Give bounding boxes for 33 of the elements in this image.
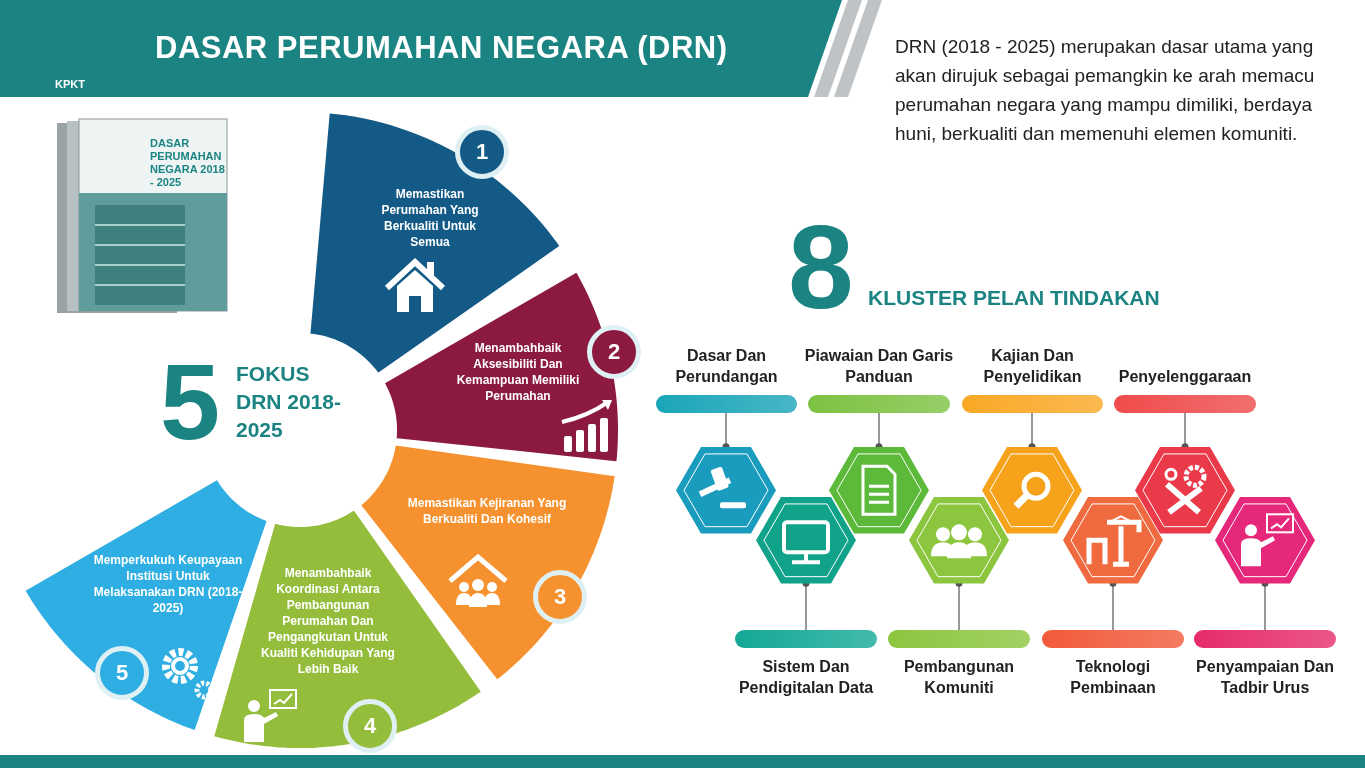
focus-segment: [382, 270, 641, 464]
focus-count: 5: [160, 352, 221, 452]
segment-text: Menambahbaik Aksesibiliti Dan Kemampuan Memiliki Perumahan: [455, 340, 581, 404]
page-title: DASAR PERUMAHAN NEGARA (DRN): [155, 30, 728, 66]
cluster-name: Teknologi Pembinaan: [1069, 657, 1157, 698]
focus-segment: [308, 111, 563, 376]
hexagon-tile: [909, 496, 1009, 584]
hexagon-tile: [982, 446, 1082, 534]
focus-heading: FOKUS DRN 2018-2025: [236, 361, 343, 443]
cluster-name: Dasar Dan Perundangan: [674, 346, 779, 387]
number-badge: 1: [455, 125, 509, 179]
hexagon-tile: [1063, 496, 1163, 584]
agency-acronym: KPKT: [54, 78, 86, 90]
intro-paragraph: DRN (2018 - 2025) merupakan dasar utama yang akan dirujuk sebagai pemangkin ke arah memacu perumahan negara yang mampu dimiliki, berdaya huni, berkualiti dan memenuhi elemen komuniti.: [895, 35, 1316, 146]
hexagon-tile: [676, 446, 776, 534]
cluster-count: 8: [788, 212, 854, 322]
cluster-name: Penyelenggaraan: [1117, 367, 1253, 387]
hexagon-tile: [756, 496, 856, 584]
cover-title: DASAR PERUMAHAN NEGARA 2018 - 2025: [150, 137, 226, 189]
segment-text: Memastikan Perumahan Yang Berkualiti Untuk Semua: [380, 186, 480, 250]
cluster-heading: KLUSTER PELAN TINDAKAN: [868, 286, 1160, 310]
hexagon-tile: [829, 446, 929, 534]
hexagon-tile: [1135, 446, 1235, 534]
segment-text: Menambahbaik Koordinasi Antara Pembangunan Perumahan Dan Pengangkutan Untuk Kualiti Kehidupan Yang Lebih Baik: [260, 565, 396, 677]
segment-text: Memastikan Kejiranan Yang Berkualiti Dan Kohesif: [406, 495, 568, 527]
cluster-name: Pembangunan Komuniti: [902, 657, 1016, 698]
hexagon-tile: [1215, 496, 1315, 584]
cluster-name: Sistem Dan Pendigitalan Data: [737, 657, 875, 698]
cluster-name: Piawaian Dan Garis Panduan: [804, 346, 954, 387]
segment-text: Memperkukuh Keupayaan Institusi Untuk Melaksanakan DRN (2018-2025): [93, 552, 243, 616]
number-badge: 2: [587, 325, 641, 379]
cluster-name: Penyampaian Dan Tadbir Urus: [1195, 657, 1335, 698]
cluster-name: Kajian Dan Penyelidikan: [982, 346, 1083, 387]
